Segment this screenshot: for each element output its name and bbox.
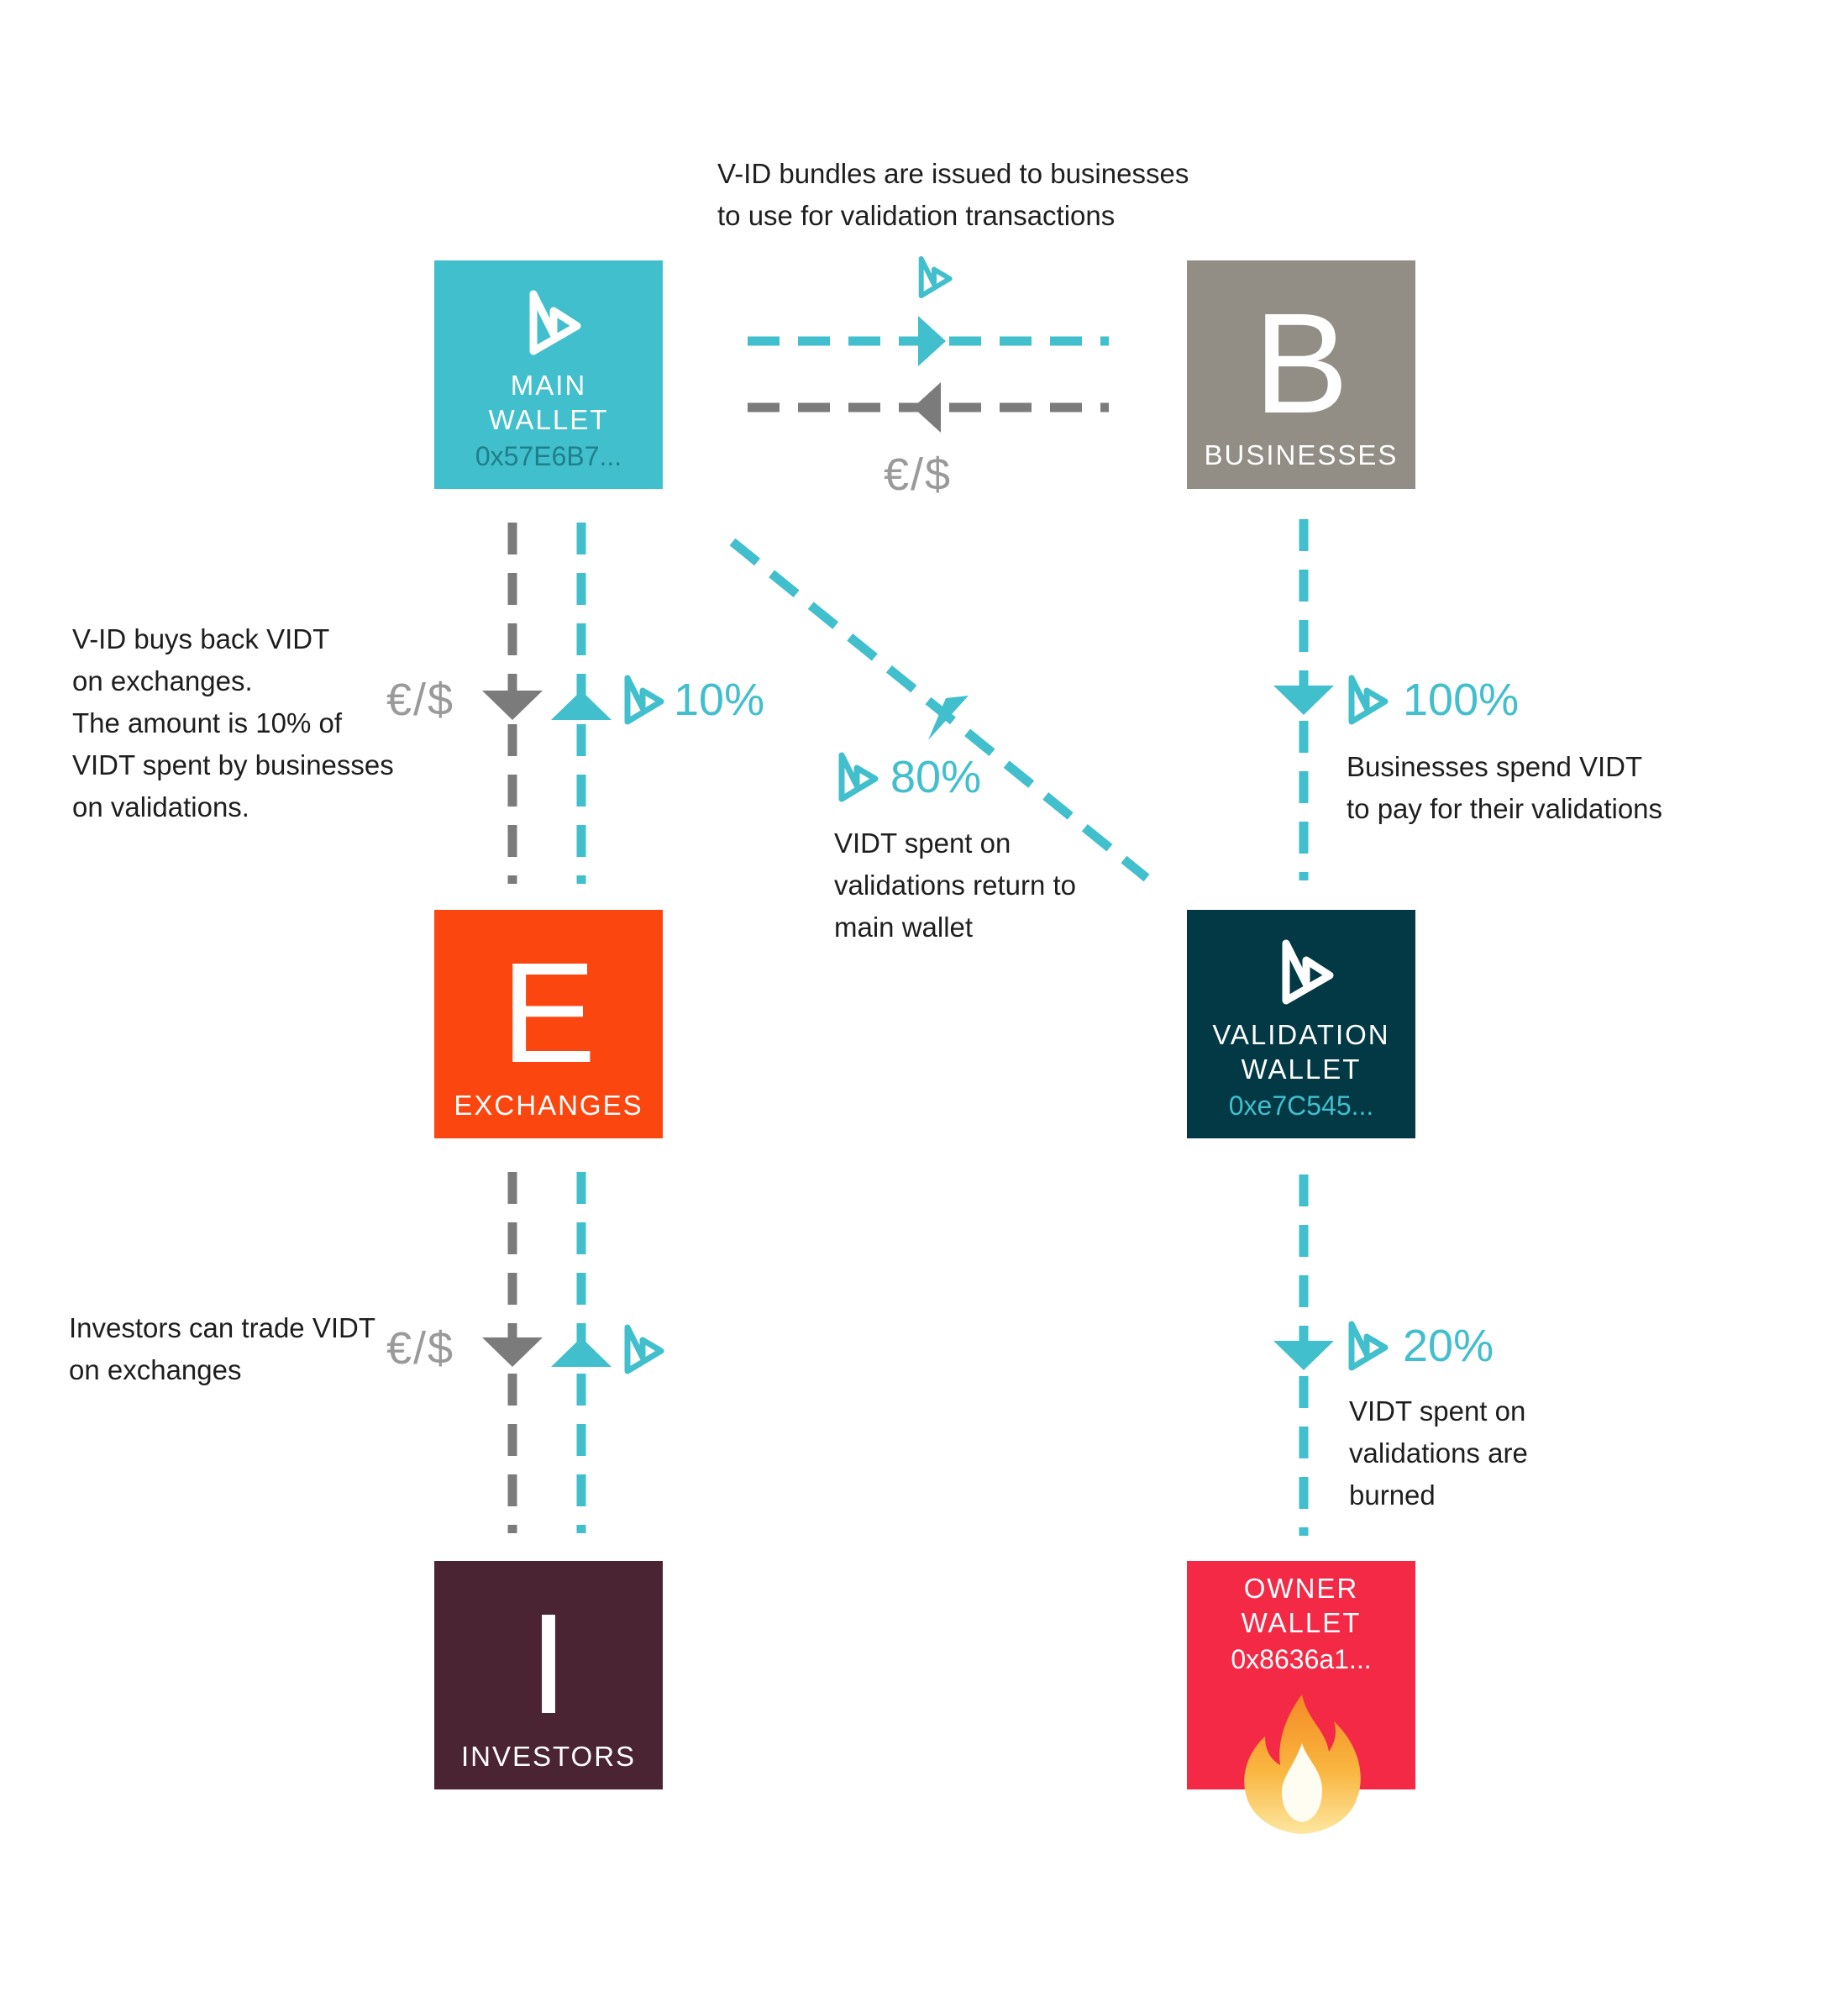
percentage-label: 20% <box>1403 1321 1494 1371</box>
main-wallet-node: MAIN WALLET 0x57E6B7... <box>434 260 663 489</box>
vidt-logo-icon <box>921 259 950 296</box>
vidt-logo-icon <box>842 755 875 799</box>
businesses-node: B BUSINESSES <box>1187 260 1415 489</box>
node-label: VALIDATION <box>1212 1019 1390 1050</box>
currency-label: €/$ <box>386 675 455 725</box>
arrow-head-diagonal <box>928 696 969 740</box>
investors-node: I INVESTORS <box>434 1561 663 1789</box>
node-label: WALLET <box>1241 1054 1362 1085</box>
annotation-burned: VIDT spent on validations are burned <box>1349 1395 1528 1511</box>
arrow-head-down <box>482 691 543 720</box>
node-letter: E <box>501 933 596 1093</box>
node-label: WALLET <box>1241 1607 1362 1638</box>
validation-wallet-node: VALIDATION WALLET 0xe7C545... <box>1187 910 1415 1138</box>
node-label: OWNER <box>1243 1573 1359 1604</box>
node-label: MAIN <box>510 370 587 401</box>
percentage-label: 100% <box>1403 675 1520 725</box>
arrow-head-right <box>918 316 946 366</box>
currency-label: €/$ <box>884 449 953 500</box>
currency-label: €/$ <box>386 1323 455 1374</box>
annotation-bundles: V-ID bundles are issued to businesses to… <box>717 158 1189 231</box>
node-label: INVESTORS <box>460 1741 637 1772</box>
wallet-address: 0x8636a1... <box>1231 1644 1372 1674</box>
node-label: EXCHANGES <box>454 1090 643 1121</box>
vidt-logo-icon <box>1352 1324 1385 1368</box>
vidt-logo-icon <box>1352 678 1385 722</box>
node-label: BUSINESSES <box>1204 439 1399 470</box>
arrow-head-down <box>1273 686 1334 715</box>
annotation-buyback: V-ID buys back VIDT on exchanges. The am… <box>72 623 394 822</box>
arrow-head-down <box>482 1337 543 1367</box>
exchanges-node: E EXCHANGES <box>434 910 663 1138</box>
annotation-return: VIDT spent on validations return to main… <box>834 828 1076 943</box>
flame-icon <box>1244 1695 1361 1834</box>
arrow-head-left <box>913 382 941 433</box>
wallet-address: 0xe7C545... <box>1228 1090 1374 1121</box>
annotation-investors-trade: Investors can trade VIDT on exchanges <box>69 1312 375 1385</box>
arrow-head-up <box>551 1337 612 1367</box>
node-label: WALLET <box>488 404 609 435</box>
percentage-label: 80% <box>890 752 982 802</box>
annotation-spend: Businesses spend VIDT to pay for their v… <box>1347 751 1663 824</box>
arrow-head-down <box>1273 1341 1334 1370</box>
vidt-logo-icon <box>627 678 661 722</box>
vidt-logo-icon <box>529 290 581 355</box>
node-letter: B <box>1253 284 1349 444</box>
node-letter: I <box>528 1584 569 1744</box>
flow-line-token-return <box>729 538 1150 882</box>
arrow-head-up <box>551 691 612 720</box>
wallet-address: 0x57E6B7... <box>475 441 622 471</box>
vidt-logo-icon <box>1282 939 1334 1005</box>
percentage-label: 10% <box>674 675 765 725</box>
vidt-logo-icon <box>627 1327 661 1371</box>
